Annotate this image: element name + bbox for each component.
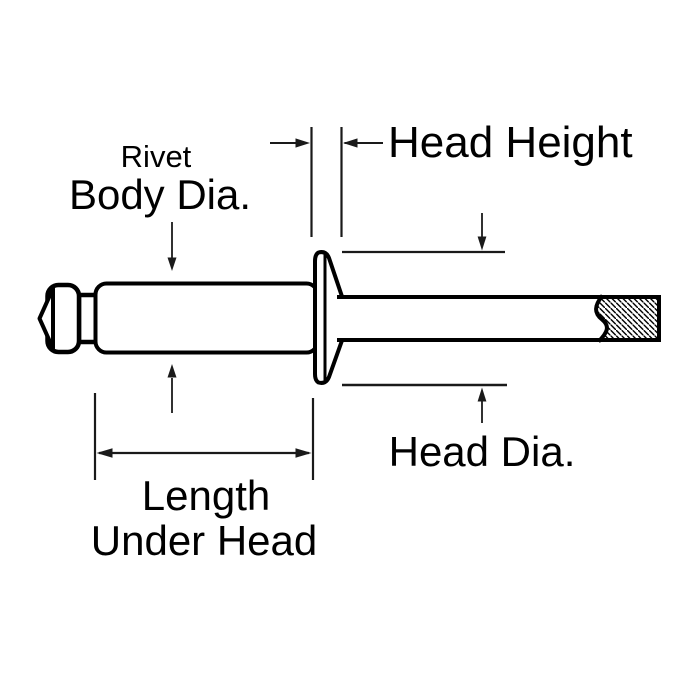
rivet-drawing (37, 250, 661, 385)
rivet-body-dia-dimension (167, 222, 177, 413)
arrow-head-icon (477, 236, 487, 251)
stem-break-line (594, 294, 609, 343)
arrow-head-icon (477, 387, 487, 402)
rivet-body-dia-label-line1: Rivet (121, 139, 192, 174)
dimension-lines (93, 127, 507, 480)
length-under-head-label-line2: Under Head (91, 517, 317, 564)
arrow-head-icon (343, 138, 358, 148)
arrow-head-icon (96, 448, 113, 458)
stem-break-hatch (596, 297, 659, 340)
arrow-head-icon (167, 257, 177, 271)
rivet-body-dia-label-line2: Body Dia. (69, 171, 251, 218)
arrow-head-icon (167, 364, 177, 378)
head-dia-dimension (342, 213, 507, 423)
head-height-label: Head Height (388, 118, 633, 167)
head-dia-label: Head Dia. (389, 428, 576, 475)
head-height-dimension (270, 127, 383, 237)
length-under-head-label-line1: Length (142, 472, 270, 519)
arrow-head-icon (295, 448, 312, 458)
rivet-flange-head (313, 250, 344, 385)
arrow-head-icon (295, 138, 310, 148)
rivet-body (93, 281, 320, 355)
length-under-head-dimension (93, 393, 315, 480)
mandrel-point (37, 286, 55, 351)
labels: Rivet Body Dia. Head Height Head Dia. Le… (69, 118, 633, 564)
